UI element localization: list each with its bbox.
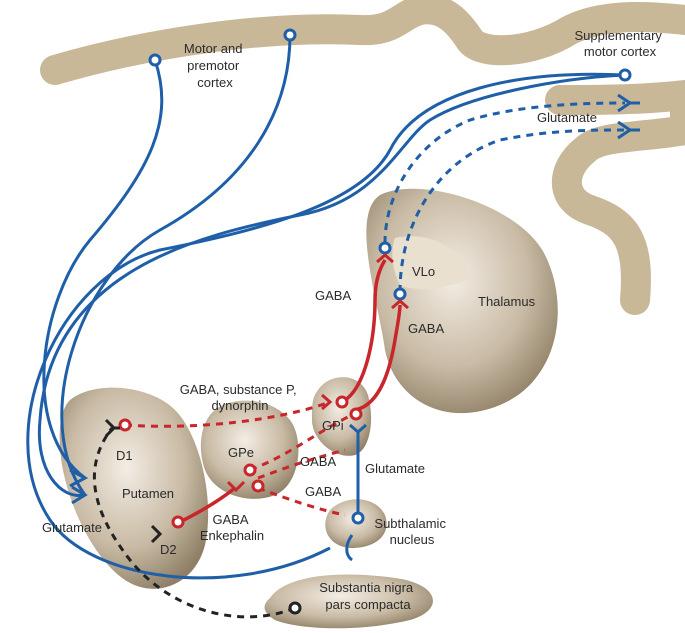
gpe-neuron-2 — [251, 479, 265, 493]
sma-to-putamen-2 — [37, 73, 626, 498]
gaba-enk-label: GABA Enkephalin — [200, 512, 264, 543]
motor-cortex-to-putamen-1 — [42, 59, 164, 480]
sma-synapse-2 — [617, 120, 640, 140]
vlo-neuron-2 — [393, 287, 407, 301]
gpi-to-vlo-1 — [341, 259, 387, 404]
snpc-label: Substantia nigra pars compacta — [319, 580, 417, 612]
cortex-band — [40, 0, 685, 85]
putamen-d2-neuron — [171, 515, 185, 529]
thalamus-label: Thalamus — [478, 294, 536, 309]
putamen-to-gpi-direct — [124, 400, 331, 428]
gpe — [200, 400, 299, 499]
d1-label: D1 — [116, 448, 133, 463]
gpe-neuron-1 — [243, 463, 257, 477]
sma-label: Supplementary motor cortex — [574, 28, 665, 59]
putamen-synapse-2 — [71, 485, 88, 505]
vlo-gaba-synapse-2 — [391, 299, 409, 310]
putamen — [59, 387, 209, 589]
motor-cortex-to-putamen-2 — [60, 34, 292, 496]
thalamus-to-sma-dashed-1 — [383, 101, 626, 244]
gpe-label: GPe — [228, 445, 254, 460]
snpc-neuron — [288, 601, 302, 615]
d2-label: D2 — [160, 542, 177, 557]
d2-synapse — [150, 524, 163, 544]
sma-synapse-1 — [617, 93, 640, 113]
cortex-fold — [545, 79, 685, 315]
gpi — [312, 377, 372, 456]
gpe-to-putamen — [179, 486, 237, 524]
vlo-label: VLo — [412, 264, 435, 279]
gpe-to-stn — [257, 486, 346, 517]
putamen-d1-neuron — [118, 418, 132, 432]
glutamate-mid-label: Glutamate — [365, 461, 425, 476]
gpi-to-vlo-2 — [354, 304, 402, 412]
gpi-glu-synapse — [349, 423, 367, 434]
gaba-mid2-label: GABA — [305, 484, 341, 499]
gpe-to-gpi — [249, 413, 353, 472]
gpi-gaba-synapse — [321, 393, 333, 411]
stn-label: Subthalamic nucleus — [374, 516, 449, 547]
gaba-subp-label: GABA, substance P, dynorphin — [180, 382, 300, 413]
vlo-neuron-1 — [378, 241, 392, 255]
vlo-region — [392, 236, 472, 290]
motor-cortex-neuron-1 — [148, 53, 162, 67]
gaba-mid1-label: GABA — [300, 454, 336, 469]
gaba-right-label: GABA — [408, 321, 444, 336]
glutamate-left-label: Glutamate — [42, 520, 102, 535]
gpi-neuron-2 — [349, 407, 363, 421]
putamen-synapse-1 — [69, 468, 89, 488]
thalamus-to-sma-dashed-2 — [398, 128, 626, 293]
gpe-gaba-synapse — [226, 480, 246, 493]
sma-neuron — [618, 68, 632, 82]
stn-neuron — [351, 511, 365, 525]
gpi-neuron-1 — [335, 395, 349, 409]
snpc-to-putamen — [92, 427, 296, 619]
d1-synapse — [104, 418, 120, 438]
substantia-nigra — [264, 574, 433, 629]
motor-cortex-label: Motor and premotor cortex — [184, 41, 246, 90]
gpi-label: GPi — [322, 418, 344, 433]
gaba-left-label: GABA — [315, 288, 351, 303]
motor-cortex-neuron-2 — [283, 28, 297, 42]
putamen-label: Putamen — [122, 486, 174, 501]
gpe-to-gpi-2 — [257, 448, 346, 480]
sma-to-putamen — [26, 72, 626, 580]
glutamate-top-label: Glutamate — [537, 110, 597, 125]
stn-to-snpc — [345, 534, 354, 562]
vlo-gaba-synapse-1 — [376, 253, 394, 264]
